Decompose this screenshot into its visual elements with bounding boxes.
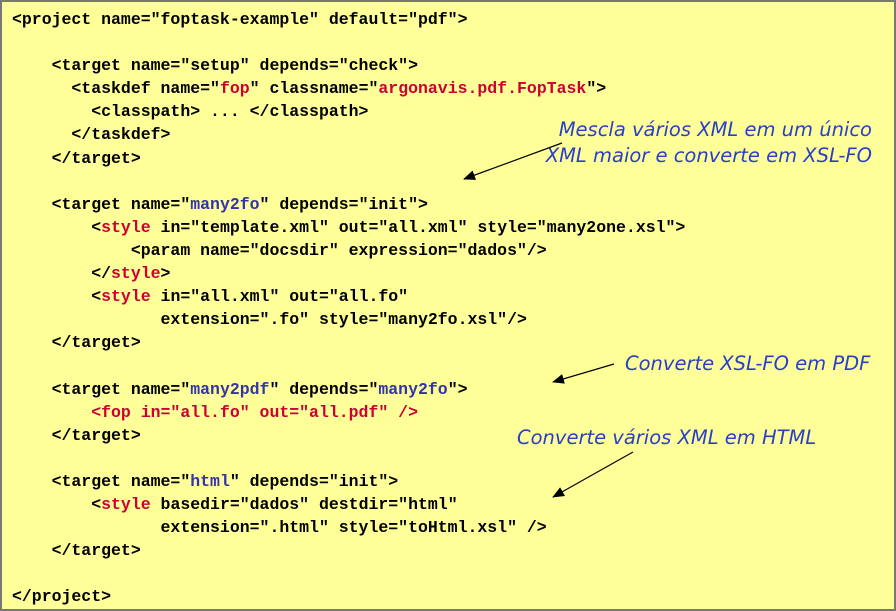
annotation-xslfo-pdf: Converte XSL-FO em PDF — [625, 352, 871, 375]
code-line: <fop in="all.fo" out="all.pdf" /> — [91, 402, 418, 422]
code-line: </target> — [12, 148, 141, 168]
code-line: <param name="docsdir" expression="dados"… — [12, 240, 547, 260]
code-line: <style in="all.xml" out="all.fo" — [12, 287, 409, 307]
annotation-mescla-line1: Mescla vários XML em um único — [558, 118, 872, 141]
annotation-xml-html: Converte vários XML em HTML — [517, 426, 817, 449]
code-line: <taskdef name="fop" classname="argonavis… — [12, 79, 607, 99]
code-line: <target name="html" depends="init"> — [12, 471, 399, 491]
code-line: <style in="template.xml" out="all.xml" s… — [12, 217, 686, 237]
code-line: extension=".fo" style="many2fo.xsl"/> — [12, 310, 527, 330]
code-line: </target> — [12, 333, 141, 353]
code-line: <target name="many2pdf" depends="many2fo… — [12, 379, 468, 399]
code-line: </taskdef> — [12, 125, 171, 145]
annotation-mescla: Mescla vários XML em um único XML maior … — [546, 117, 872, 169]
arrow-xslfo-pdf — [552, 363, 615, 384]
arrow-mescla — [463, 142, 563, 180]
code-listing: <project name="foptask-example" default=… — [12, 8, 685, 608]
annotation-mescla-line2: XML maior e converte em XSL-FO — [545, 144, 872, 167]
code-line: <target name="setup" depends="check"> — [12, 56, 418, 76]
code-line: </project> — [12, 587, 112, 607]
code-line: <classpath> ... </classpath> — [12, 102, 369, 122]
code-line: </target> — [12, 541, 141, 561]
code-line: extension=".html" style="toHtml.xsl" /> — [12, 518, 547, 538]
arrow-xml-html — [552, 451, 634, 498]
code-line: <project name="foptask-example" default=… — [12, 10, 468, 29]
code-line: </target> — [12, 425, 141, 445]
code-line: <style basedir="dados" destdir="html" — [12, 494, 458, 514]
code-line: <target name="many2fo" depends="init"> — [12, 194, 428, 214]
code-line: </style> — [12, 264, 171, 284]
